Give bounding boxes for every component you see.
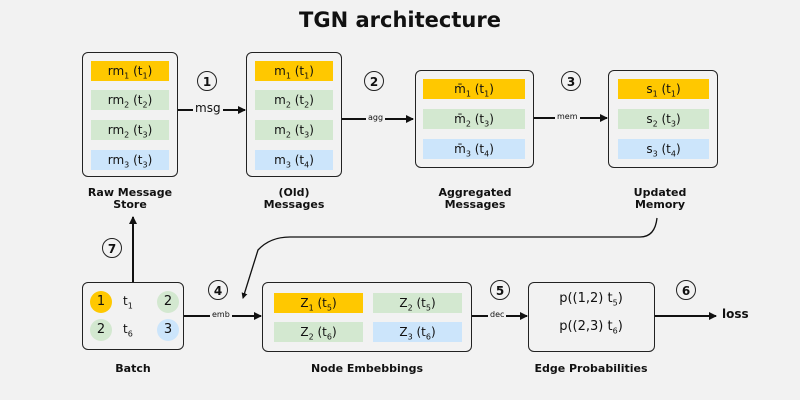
embedding-cell: Z1 (t5)	[274, 293, 363, 313]
aggregated-cell: m̄1 (t1)	[423, 79, 525, 99]
batch-edge-time: t6	[123, 322, 133, 339]
batch-node: 2	[90, 319, 112, 341]
aggregated-cell: m̄3 (t4)	[423, 139, 525, 159]
node-embeddings-box: Z1 (t5) Z2 (t5) Z2 (t6) Z3 (t6)	[262, 282, 472, 352]
messages-box: m1 (t1) m2 (t2) m2 (t3) m3 (t4)	[246, 52, 342, 177]
memory-cell: s2 (t3)	[618, 109, 709, 129]
embedding-cell: Z2 (t6)	[274, 322, 363, 342]
message-cell: m2 (t3)	[255, 120, 333, 140]
batch-node: 3	[157, 319, 179, 341]
memory-cell: s3 (t4)	[618, 139, 709, 159]
raw-message-cell: rm1 (t1)	[91, 61, 169, 81]
edge-label-mem: mem	[555, 112, 580, 121]
messages-label: (Old)Messages	[263, 186, 325, 211]
edge-label-emb: emb	[210, 310, 232, 319]
memory-cell: s1 (t1)	[618, 79, 709, 99]
arrow-memory-to-emb	[241, 217, 658, 299]
raw-message-cell: rm3 (t3)	[91, 150, 169, 170]
step-number: 3	[561, 71, 581, 91]
batch-edge-time: t1	[123, 294, 133, 311]
node-embeddings-label: Node Embebbings	[310, 362, 423, 375]
step-number: 7	[102, 238, 122, 258]
step-number: 1	[197, 71, 217, 91]
message-cell: m3 (t4)	[255, 150, 333, 170]
raw-message-store-box: rm1 (t1) rm2 (t2) rm2 (t3) rm3 (t3)	[82, 52, 178, 177]
step-number: 5	[490, 280, 510, 300]
step-number: 4	[208, 280, 228, 300]
probability-value: p((1,2) t5)	[559, 291, 623, 308]
batch-label: Batch	[115, 362, 151, 375]
raw-message-cell: rm2 (t2)	[91, 90, 169, 110]
step-number: 2	[364, 71, 384, 91]
edge-probabilities-box	[528, 282, 655, 352]
edge-label-loss: loss	[720, 307, 751, 321]
diagram-title: TGN architecture	[299, 8, 501, 32]
probability-value: p((2,3) t6)	[559, 319, 623, 336]
edge-label-agg: agg	[366, 113, 386, 122]
aggregated-messages-box: m̄1 (t1) m̄2 (t3) m̄3 (t4)	[415, 70, 534, 168]
raw-message-cell: rm2 (t3)	[91, 120, 169, 140]
message-cell: m2 (t2)	[255, 90, 333, 110]
embedding-cell: Z3 (t6)	[373, 322, 462, 342]
batch-node: 1	[90, 291, 112, 313]
edge-label-msg: msg	[193, 101, 223, 115]
step-number: 6	[676, 280, 696, 300]
message-cell: m1 (t1)	[255, 61, 333, 81]
edge-label-dec: dec	[488, 310, 507, 319]
edge-probabilities-label: Edge Probabilities	[534, 362, 648, 375]
raw-message-store-label: Raw Message Store	[87, 186, 173, 211]
batch-node: 2	[157, 291, 179, 313]
aggregated-cell: m̄2 (t3)	[423, 109, 525, 129]
memory-box: s1 (t1) s2 (t3) s3 (t4)	[608, 70, 718, 168]
embedding-cell: Z2 (t5)	[373, 293, 462, 313]
